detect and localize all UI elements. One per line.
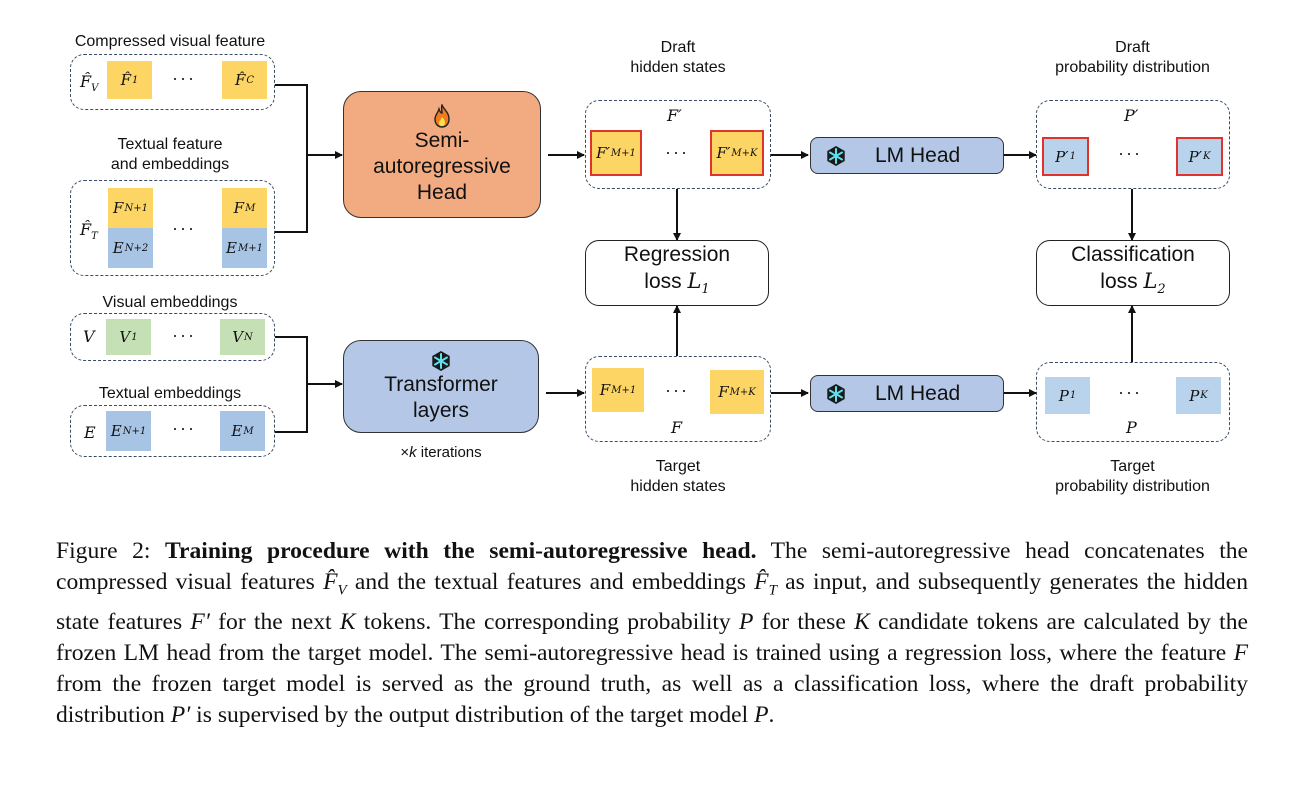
ellipsis: ··· — [1118, 143, 1142, 163]
transformer-label-line1: Transformer — [384, 372, 498, 396]
semi-ar-label-line1: Semi- — [414, 128, 470, 152]
math-p-prime: P′ — [170, 701, 191, 728]
semi-ar-label-line3: Head — [416, 180, 468, 204]
snowflake-icon — [430, 350, 452, 372]
compressed-visual-symbol: F̂V — [80, 72, 99, 95]
target-hidden-symbol: F — [671, 418, 683, 437]
target-prob-symbol: P — [1126, 418, 1137, 437]
transformer-layers-block: Transformer layers — [343, 340, 539, 433]
compressed-feature-cell-first: F̂1 — [107, 61, 152, 99]
wire-visual-to-merge — [275, 336, 308, 384]
ellipsis: ··· — [1118, 382, 1142, 402]
draft-prob-cell-first: P′1 — [1042, 137, 1089, 176]
draft-hidden-cell-last: F′M+K — [710, 130, 764, 176]
iterations-note: ×k iterations — [400, 444, 482, 461]
textual-embeddings-symbol: E — [84, 423, 96, 442]
compressed-visual-title: Compressed visual feature — [74, 33, 266, 50]
lm-head-top: LM Head — [810, 137, 1004, 174]
classification-loss-box: Classification loss L2 — [1036, 240, 1230, 306]
ellipsis: ··· — [172, 218, 196, 238]
ellipsis: ··· — [665, 142, 689, 162]
training-diagram: Compressed visual feature F̂V F̂1 ··· F̂… — [70, 33, 1230, 495]
transformer-label-line2: layers — [412, 398, 470, 422]
classification-loss-symbol: loss L2 — [1100, 269, 1166, 298]
draft-hidden-cell-first: F′M+1 — [590, 130, 642, 176]
math-f: F — [1233, 639, 1248, 666]
math-f-prime: F′ — [190, 608, 210, 635]
semi-ar-label-line2: autoregressive — [373, 154, 511, 178]
draft-hidden-symbol: F′ — [667, 106, 682, 125]
lm-head-bottom: LM Head — [810, 375, 1004, 412]
visual-embeddings-title: Visual embeddings — [102, 294, 238, 311]
semi-autoregressive-head-block: Semi- autoregressive Head — [343, 91, 541, 218]
visual-embeddings-symbol: V — [83, 327, 95, 346]
math-p: P — [738, 608, 754, 635]
snowflake-icon — [825, 383, 847, 405]
regression-loss-box: Regression loss L1 — [585, 240, 769, 306]
lm-head-bottom-label: LM Head — [875, 381, 961, 405]
math-k: K — [854, 608, 870, 635]
figure-caption: Figure 2: Training procedure with the se… — [56, 538, 1249, 728]
regression-loss-symbol: loss L1 — [644, 269, 710, 298]
lm-head-top-label: LM Head — [875, 143, 961, 167]
textual-feature-symbol: F̂T — [80, 220, 98, 243]
math-f-hat-v: F̂V — [323, 569, 347, 599]
ellipsis: ··· — [172, 325, 196, 345]
math-f-hat-t: F̂T — [754, 569, 777, 599]
fire-icon — [432, 102, 452, 128]
caption-title: Training procedure with the semi-autoreg… — [165, 538, 757, 564]
classification-loss-title: Classification — [1071, 243, 1195, 267]
math-k: K — [339, 608, 356, 635]
compressed-feature-cell-last: F̂C — [222, 61, 267, 99]
math-p: P — [754, 701, 769, 728]
ellipsis: ··· — [172, 418, 196, 438]
snowflake-icon — [825, 145, 847, 167]
textual-embeddings-title: Textual embeddings — [98, 385, 242, 402]
draft-prob-symbol: P′ — [1124, 106, 1139, 125]
ellipsis: ··· — [665, 380, 689, 400]
caption-label: Figure 2: — [56, 538, 166, 564]
regression-loss-title: Regression — [623, 243, 731, 267]
ellipsis: ··· — [172, 68, 196, 88]
draft-prob-cell-last: P′K — [1176, 137, 1223, 176]
